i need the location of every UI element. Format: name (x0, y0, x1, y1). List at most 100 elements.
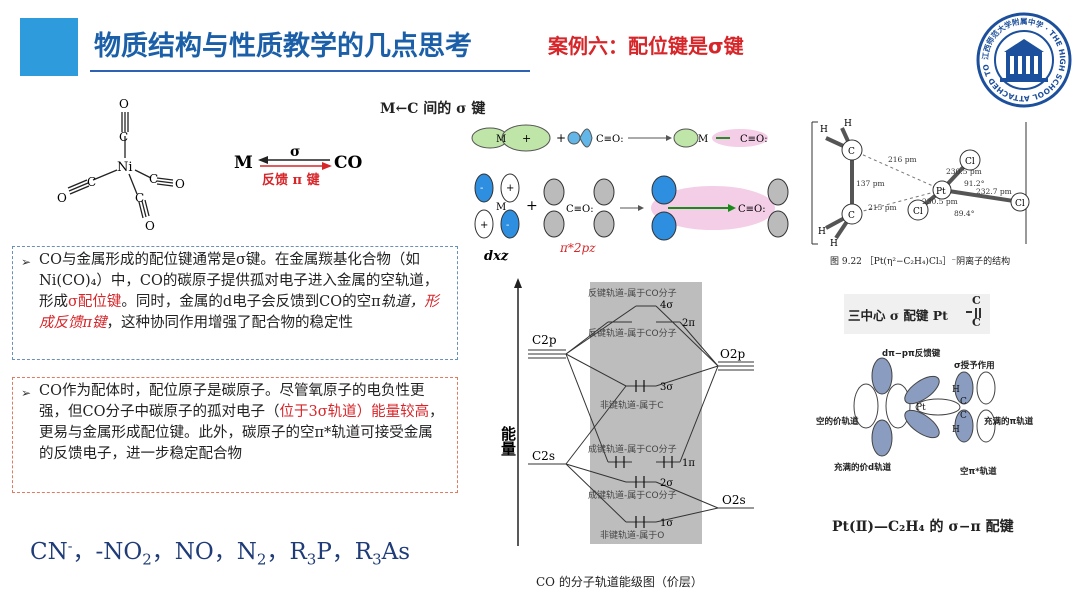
text-segment (979, 308, 981, 318)
diagram-label: Cl (1015, 199, 1025, 209)
carbon-label: C (87, 175, 96, 189)
oxygen-label: O (145, 219, 155, 233)
diagram-label: 空π*轨道 (960, 466, 997, 477)
o2p-label: O2p (720, 347, 745, 361)
text-segment: NO (175, 539, 214, 565)
diagram-label: 230.5 pm (946, 167, 982, 176)
text-segment (966, 311, 972, 313)
metal-label: M (234, 153, 253, 173)
bullet-icon: ➢ (21, 383, 31, 404)
box-text-segment: 位于3σ轨道）能量较高 (279, 404, 429, 420)
text-segment: C (972, 294, 981, 307)
diagram-label: σ授予作用 (954, 360, 995, 371)
sigma-panel-title: M←C 间的 σ 键 (380, 98, 485, 118)
diagram-label: C (848, 147, 855, 157)
sigma-pi-bond-diagram: Pt C C H H dπ−pπ反馈键 σ授予作用 空的价轨道 充满的π轨道 充… (812, 346, 1048, 496)
diagram-label: H (820, 125, 828, 135)
diagram-label: + (480, 220, 488, 231)
explanation-box-donor-atom: ➢ CO作为配体时，配位原子是碳原子。尽管氧原子的电负性更强，但CO分子中碳原子… (12, 377, 458, 493)
diagram-label: dπ−pπ反馈键 (882, 348, 941, 359)
carbon-label: C (119, 130, 128, 144)
carbon-label: C (149, 172, 158, 186)
diagram-label: Pt (936, 187, 946, 197)
text-segment: N (237, 539, 257, 565)
diagram-label: 充满的价d轨道 (834, 462, 892, 473)
pi-star-label: π*2pz (559, 241, 596, 255)
diagram-label: 216 pm (888, 155, 917, 164)
diagram-label: H (844, 119, 852, 129)
diagram-label: 充满的π轨道 (984, 416, 1034, 427)
oxygen-label: O (175, 177, 185, 191)
oxygen-label: O (57, 191, 67, 205)
back-bond-label: 反馈 π 键 (262, 172, 320, 188)
page-title: 物质结构与性质教学的几点思考 (94, 24, 472, 63)
text-segment: As (382, 539, 410, 565)
diagram-label: Cl (965, 157, 975, 167)
diagram-label: C≡O: (566, 204, 594, 215)
c2s-label: C2s (532, 449, 555, 463)
o2s-label: O2s (722, 493, 746, 507)
diagram-label: + (506, 183, 514, 194)
text-segment: R (355, 539, 372, 565)
zeise-caption: 图 9.22 ［Pt(η²−C₂H₄)Cl₃］⁻阴离子的结构 (830, 254, 1010, 267)
diagram-label: C (848, 211, 855, 221)
diagram-label: + (556, 131, 566, 145)
text-segment: ， (266, 539, 289, 565)
three-center-bond: 三中心 σ 配键 Pt C C (844, 294, 990, 334)
diagram-label: 137 pm (856, 179, 885, 188)
diagram-label: H (830, 239, 838, 248)
co-mo-diagram: 能量 C2p C2s O2p O2s 4σ 2π 3σ 1π 2σ 1σ 反键轨… (496, 276, 776, 576)
zeise-structure: C C Pt Cl Cl Cl H H H H 216 pm 137 pm 21… (806, 118, 1032, 248)
case-title: 案例六：配位键是σ键 (548, 30, 744, 59)
box-text-segment: ，这种协同作用增强了配合物的稳定性 (107, 315, 354, 331)
title-underline (90, 70, 530, 72)
text-segment: R (289, 539, 306, 565)
diagram-label: 215 pm (868, 203, 897, 212)
diagram-label: 1σ (660, 518, 673, 529)
diagram-label: - (506, 220, 509, 231)
nickel-label: Ni (117, 160, 133, 175)
diagram-label: + (526, 198, 538, 214)
diagram-label: C≡O: (596, 134, 624, 145)
diagram-label: 230.5 pm (922, 197, 958, 206)
sigma-label: σ (290, 144, 300, 160)
diagram-label: H (952, 385, 960, 395)
diagram-label: - (480, 183, 483, 194)
text-segment: 3 (307, 551, 317, 569)
ligand-examples: CN-，-NO2，NO，N2，R3P，R3As (30, 532, 410, 569)
diagram-label: 反键轨道-属于CO分子 (588, 287, 677, 299)
text-segment: ， (72, 539, 95, 565)
text-segment: 2 (142, 551, 152, 569)
diagram-label: Cl (913, 207, 923, 217)
bullet-icon: ➢ (21, 252, 31, 273)
text-segment (975, 308, 977, 318)
text-segment: ， (152, 539, 175, 565)
diagram-label: C (960, 397, 967, 407)
ni-co4-structure: O C Ni O C C O C O (55, 98, 205, 238)
diagram-label: 2σ (660, 478, 673, 489)
diagram-label: M (698, 134, 708, 145)
text-segment: 3 (372, 551, 382, 569)
diagram-label: 非键轨道-属于C (600, 399, 664, 411)
diagram-label: C≡O: (738, 204, 766, 215)
mo-diagram-caption: CO 的分子轨道能级图（价层） (536, 573, 703, 590)
diagram-label: 1π (682, 458, 695, 469)
oxygen-label: O (119, 98, 129, 111)
text-segment: 2 (257, 551, 267, 569)
diagram-label: + (522, 132, 531, 145)
diagram-label: 3σ (660, 382, 673, 393)
box-text-segment: 轨道， (381, 294, 425, 310)
diagram-label: 2π (682, 318, 695, 329)
diagram-label: 232.7 pm (976, 187, 1012, 196)
co-label: CO (334, 153, 363, 173)
diagram-label: 成键轨道-属于CO分子 (588, 443, 677, 455)
energy-axis-label: 能量 (499, 425, 517, 456)
sigma-pi-caption: Pt(Ⅱ)—C₂H₄ 的 σ−π 配键 (832, 516, 1014, 536)
bond-scheme: M CO σ 反馈 π 键 (230, 140, 370, 190)
sigma-orbital-panel: M + + C≡O: M C≡O: M - - + + + C≡O: C≡O: … (468, 118, 798, 268)
diagram-label: C (960, 411, 967, 421)
text-segment: -NO (95, 539, 142, 565)
diagram-label: H (952, 425, 960, 435)
header-accent-block (20, 18, 78, 76)
box-text-segment: σ配位键 (68, 294, 121, 310)
